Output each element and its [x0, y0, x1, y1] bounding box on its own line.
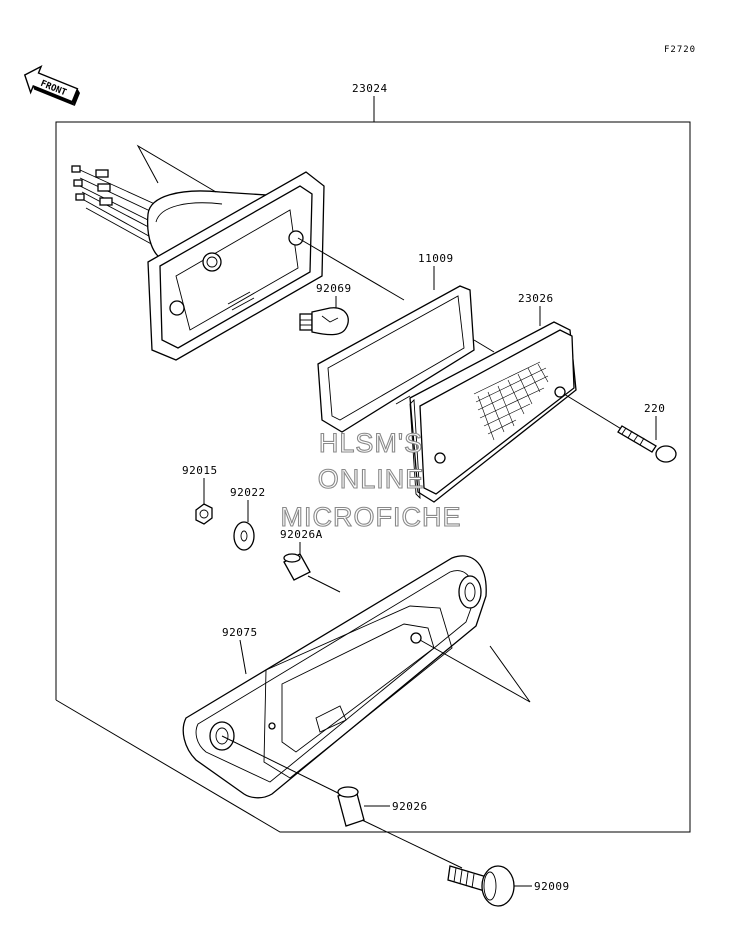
- collar-a: [283, 542, 341, 593]
- part-label-92026a: 92026A: [280, 528, 323, 541]
- watermark: HLSM'S ONLINE MICROFICHE: [280, 427, 462, 532]
- bulb: [299, 296, 349, 336]
- part-label-92022: 92022: [230, 486, 266, 499]
- nut: [195, 478, 213, 525]
- figure-code: F2720: [664, 45, 696, 55]
- watermark-line-1: HLSM'S: [319, 428, 423, 458]
- part-label-220: 220: [644, 402, 665, 415]
- collar: [337, 786, 463, 869]
- housing: [182, 555, 531, 799]
- part-label-92075: 92075: [222, 626, 258, 639]
- watermark-line-3: MICROFICHE: [281, 502, 462, 532]
- part-label-92069: 92069: [316, 282, 352, 295]
- gasket: [317, 266, 495, 433]
- part-label-11009: 11009: [418, 252, 454, 265]
- front-arrow-icon: FRONT: [23, 65, 81, 106]
- part-label-23026: 23026: [518, 292, 554, 305]
- part-label-92009: 92009: [534, 880, 570, 893]
- lens: [409, 306, 647, 503]
- part-label-23024: 23024: [352, 82, 388, 95]
- watermark-line-2: ONLINE: [318, 464, 425, 494]
- part-label-92026: 92026: [392, 800, 428, 813]
- assembly-bracket: [55, 96, 691, 833]
- lamp-socket-unit: [71, 144, 405, 361]
- bolt: [447, 865, 532, 907]
- part-labels: 23024 11009 92069 23026 220 92015 92022 …: [182, 82, 665, 893]
- screw: [617, 416, 677, 463]
- washer: [233, 500, 255, 551]
- part-label-92015: 92015: [182, 464, 218, 477]
